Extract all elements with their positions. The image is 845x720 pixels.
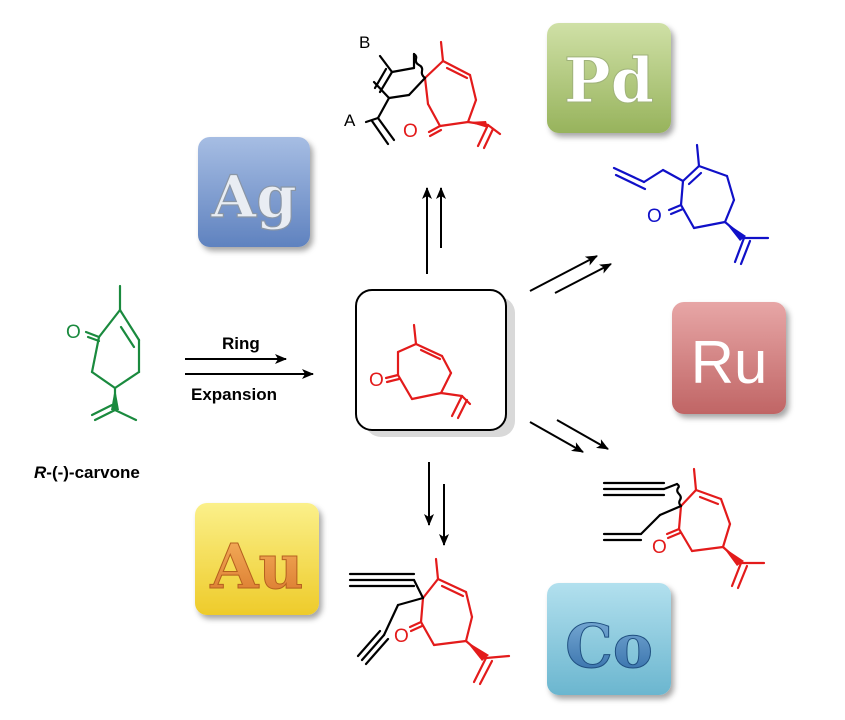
arrow-to-co-product xyxy=(529,419,609,453)
core-oxygen: O xyxy=(369,370,384,391)
carvone-wedge-bond xyxy=(111,388,119,410)
core-structure xyxy=(384,323,472,420)
ag-product-structure xyxy=(364,40,502,150)
metal-tile-ag xyxy=(198,137,310,247)
metal-symbol-co: Co xyxy=(565,612,653,682)
co-product-structure xyxy=(602,467,766,590)
arrow-to-ag-product xyxy=(422,187,446,274)
metal-tile-ru xyxy=(672,302,786,414)
metal-tile-pd xyxy=(547,23,671,133)
au-product-structure xyxy=(348,557,511,686)
metal-tile-co xyxy=(547,583,671,695)
metal-symbol-ag: Ag xyxy=(210,163,297,231)
metal-symbol-au: Au xyxy=(209,530,303,603)
carvone-label-suffix: -(-)-carvone xyxy=(46,463,140,482)
pd-product-oxygen: O xyxy=(647,206,662,227)
metal-tile-au xyxy=(195,503,319,615)
arrow-label-ring: Ring xyxy=(222,334,260,353)
carvone-label-prefix: R xyxy=(34,463,47,482)
au-product-oxygen: O xyxy=(394,626,409,647)
core-box xyxy=(355,289,507,431)
carvone-oxygen: O xyxy=(66,322,81,343)
metal-symbol-ru: Ru xyxy=(691,329,768,396)
ring-expansion-arrow xyxy=(185,354,314,379)
ag-product-oxygen: O xyxy=(403,121,418,142)
pd-product-structure xyxy=(612,143,770,266)
co-product-oxygen: O xyxy=(652,537,667,558)
arrow-label-expansion: Expansion xyxy=(191,385,277,404)
metal-symbol-pd: Pd xyxy=(564,44,654,117)
carvone-label: R-(-)-carvone xyxy=(34,463,140,482)
arrow-to-pd-product xyxy=(529,255,612,294)
arrow-to-au-product xyxy=(424,462,449,546)
substituent-label-b: B xyxy=(359,33,370,52)
carvone-structure xyxy=(84,284,141,422)
substituent-label-a: A xyxy=(344,111,356,130)
